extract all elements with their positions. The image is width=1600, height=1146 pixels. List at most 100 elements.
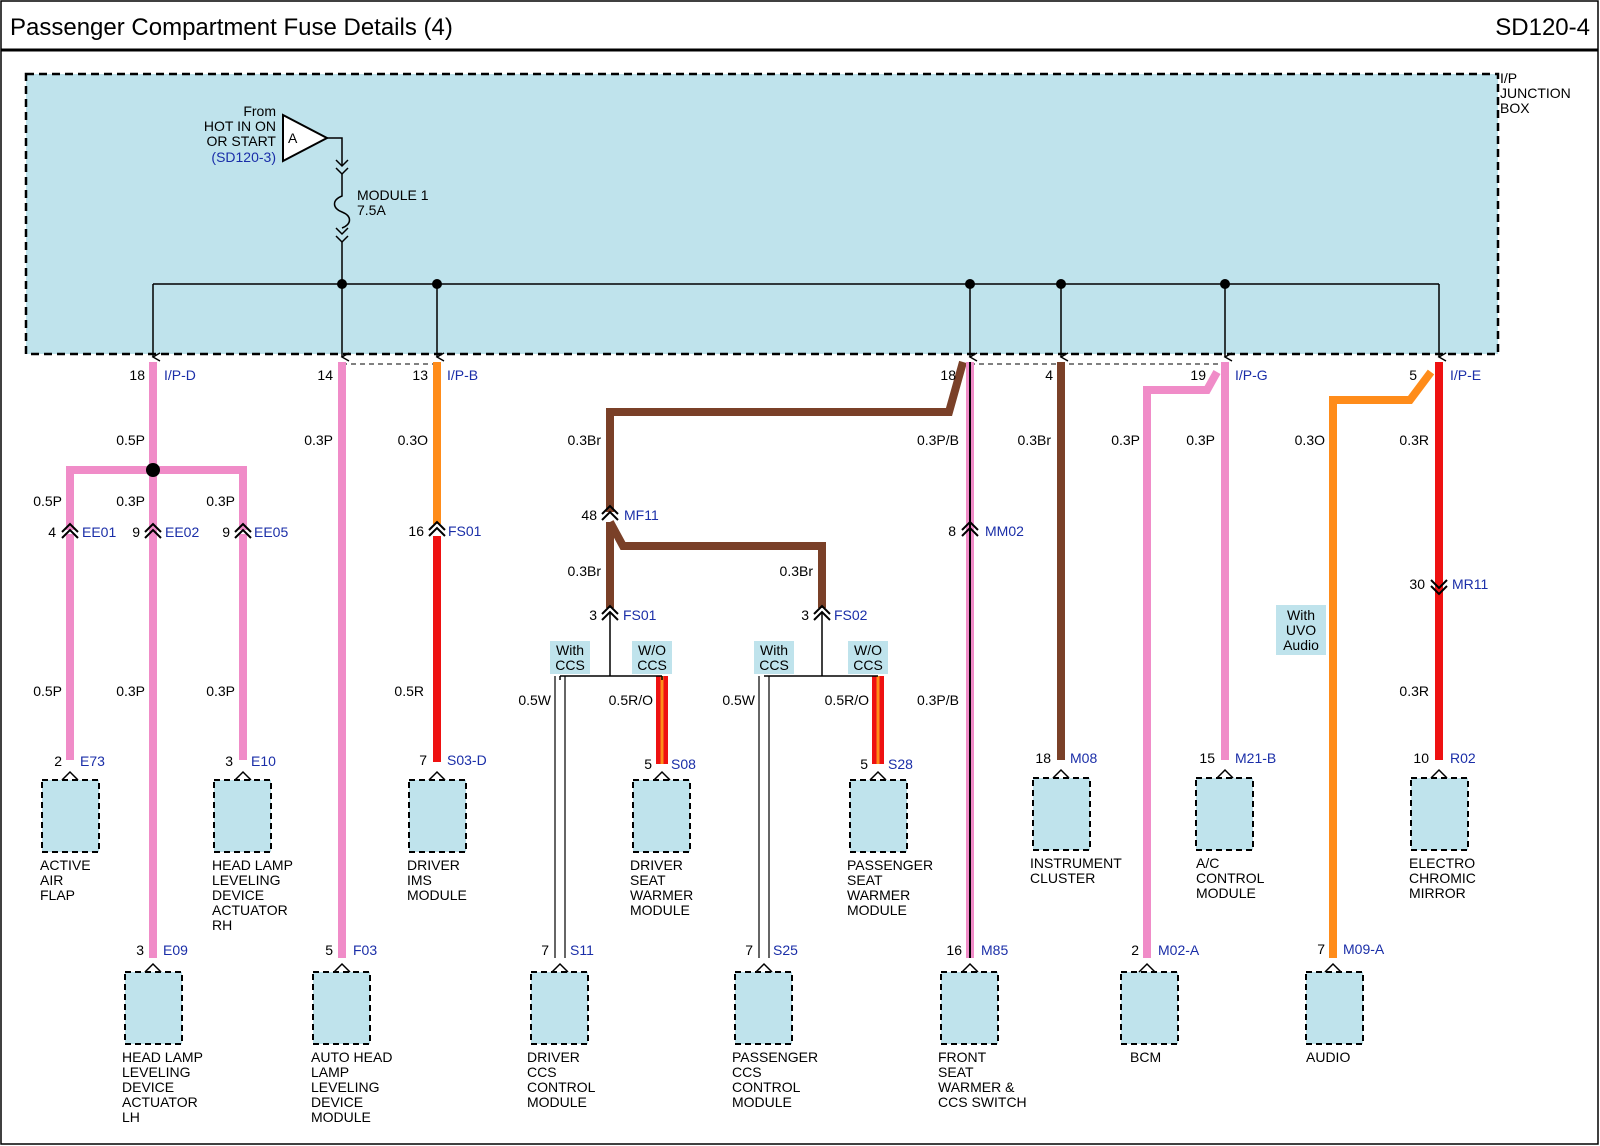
diagram-label: SEAT (938, 1064, 974, 1080)
diagram-label: With (1287, 607, 1315, 623)
diagram-label: 0.5P (33, 493, 62, 509)
diagram-label: 0.5W (722, 692, 755, 708)
diagram-label: IMS (407, 872, 432, 888)
active-air-flap-box (41, 779, 100, 853)
diagram-label: 0.3Br (780, 563, 814, 579)
diagram-label: DEVICE (311, 1094, 363, 1110)
option-forks (559, 612, 878, 680)
diagram-label: CONTROL (527, 1079, 596, 1095)
diagram-label: EE01 (82, 524, 116, 540)
diagram-label: EE02 (165, 524, 199, 540)
diagram-label: I/P (1500, 70, 1517, 86)
diagram-label: 0.3P (304, 432, 333, 448)
diagram-label: LEVELING (212, 872, 280, 888)
diagram-label: S03-D (447, 752, 487, 768)
diagram-label: M08 (1070, 750, 1097, 766)
wire-audio (1329, 369, 1435, 958)
diagram-label: 0.5R (394, 683, 424, 699)
diagram-label: RH (212, 917, 232, 933)
diagram-label: 0.3Br (568, 563, 602, 579)
diagram-label: I/P-D (164, 367, 196, 383)
diagram-label: 0.3Br (568, 432, 602, 448)
diagram-label: INSTRUMENT (1030, 855, 1122, 871)
diagram-label: S08 (671, 756, 696, 772)
page-code: SD120-4 (1495, 14, 1590, 41)
diagram-label: 30 (1409, 576, 1425, 592)
diagram-label: SEAT (847, 872, 883, 888)
diagram-label: 7 (541, 942, 549, 958)
diagram-label: 7 (419, 752, 427, 768)
diagram-label: AUTO HEAD (311, 1049, 392, 1065)
diagram-label: CCS (527, 1064, 557, 1080)
diagram-label: DRIVER (527, 1049, 580, 1065)
diagram-label: 14 (317, 367, 333, 383)
component-boxes (41, 777, 1469, 1045)
diagram-label: CLUSTER (1030, 870, 1095, 886)
junction-box-label: I/P JUNCTION BOX (1500, 70, 1571, 116)
diagram-label: M02-A (1158, 942, 1200, 958)
diagram-label: CCS (853, 657, 883, 673)
diagram-label: W/O (638, 642, 666, 658)
diagram-label: 3 (589, 607, 597, 623)
diagram-label: 0.3R (1399, 432, 1429, 448)
diagram-label: 0.3P/B (917, 692, 959, 708)
ip-junction-box (24, 72, 1500, 356)
diagram-label: 15 (1199, 750, 1215, 766)
diagram-label: 0.3O (1295, 432, 1325, 448)
diagram-label: ACTUATOR (212, 902, 288, 918)
diagram-label: 2 (54, 753, 62, 769)
diagram-label: 19 (1190, 367, 1206, 383)
diagram-label: MODULE (847, 902, 907, 918)
diagram-label: 0.3P (116, 683, 145, 699)
diagram-label: I/P-G (1235, 367, 1268, 383)
splice-ee (146, 463, 160, 477)
diagram-label: DRIVER (630, 857, 683, 873)
diagram-label: 18 (940, 367, 956, 383)
diagram-label: 5 (325, 942, 333, 958)
diagram-label: CHROMIC (1409, 870, 1476, 886)
diagram-label: FS01 (623, 607, 657, 623)
diagram-label: 0.3R (1399, 683, 1429, 699)
diagram-label: 18 (129, 367, 145, 383)
diagram-label: MODULE (732, 1094, 792, 1110)
white-wires (554, 676, 770, 958)
diagram-label: 10 (1413, 750, 1429, 766)
diagram-label: CCS (637, 657, 667, 673)
diagram-label: MODULE (527, 1094, 587, 1110)
diagram-label: 7 (745, 942, 753, 958)
bus-splices (337, 279, 1230, 289)
front-seat-warmer-box (940, 971, 999, 1045)
diagram-label: JUNCTION (1500, 85, 1571, 101)
diagram-label: 8 (948, 523, 956, 539)
diagram-label: 48 (581, 507, 597, 523)
diagram-label: DEVICE (122, 1079, 174, 1095)
diagram-label: W/O (854, 642, 882, 658)
diagram-label: 4 (48, 524, 56, 540)
module1-fuse (327, 137, 351, 284)
diagram-label: HEAD LAMP (122, 1049, 203, 1065)
diagram-label: S11 (570, 942, 594, 958)
diagram-label: BCM (1130, 1049, 1161, 1065)
diagram-label: LH (122, 1109, 140, 1125)
diagram-label: ACTIVE (40, 857, 91, 873)
diagram-label: PASSENGER (847, 857, 933, 873)
connector-labels: 18 I/P-D 14 13 I/P-B 18 4 19 I/P-G 5 I/P… (48, 367, 1488, 958)
diagram-label: With (760, 642, 788, 658)
diagram-label: FLAP (40, 887, 75, 903)
diagram-label: EE05 (254, 524, 288, 540)
diagram-label: E10 (251, 753, 276, 769)
diagram-label: 5 (860, 756, 868, 772)
wire-brown-fs02 (606, 520, 826, 608)
driver-seat-warmer-box (632, 779, 691, 853)
head-lamp-rh-box (213, 779, 272, 853)
page-title: Passenger Compartment Fuse Details (4) (10, 14, 453, 41)
diagram-label: AUDIO (1306, 1049, 1350, 1065)
diagram-label: BOX (1500, 100, 1530, 116)
diagram-label: 0.3P (206, 493, 235, 509)
